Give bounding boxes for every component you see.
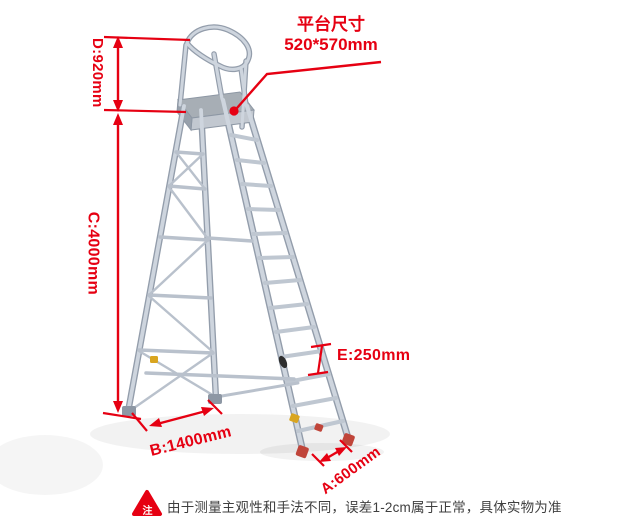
dim-c-label: C:4000mm <box>84 211 102 296</box>
dim-b-lines <box>131 399 223 432</box>
ladder-feet <box>122 355 355 459</box>
note-text: 由于测量主观性和手法不同，误差1-2cm属于正常，具体实物为准 <box>167 500 562 515</box>
dim-d-label: D:920mm <box>88 38 106 108</box>
dim-d-lines <box>103 35 191 114</box>
dim-a-lines <box>311 439 353 467</box>
platform-ladder <box>122 24 355 459</box>
platform-leader <box>229 60 382 116</box>
platform-size-title: 平台尺寸 <box>297 15 365 34</box>
dim-e-lines <box>307 342 332 377</box>
note-triangle-icon <box>132 490 162 516</box>
ladder-rungs <box>229 133 345 433</box>
floor-shadow <box>0 414 390 495</box>
dim-e-label: E:250mm <box>337 347 411 364</box>
note-badge-label: 注 <box>142 506 153 517</box>
platform-size-value: 520*570mm <box>284 34 378 54</box>
dimension-graphics <box>102 35 382 516</box>
rear-braces <box>132 150 300 410</box>
dim-c-lines <box>102 113 142 421</box>
platform-size-callout: 平台尺寸 520*570mm <box>270 16 392 54</box>
